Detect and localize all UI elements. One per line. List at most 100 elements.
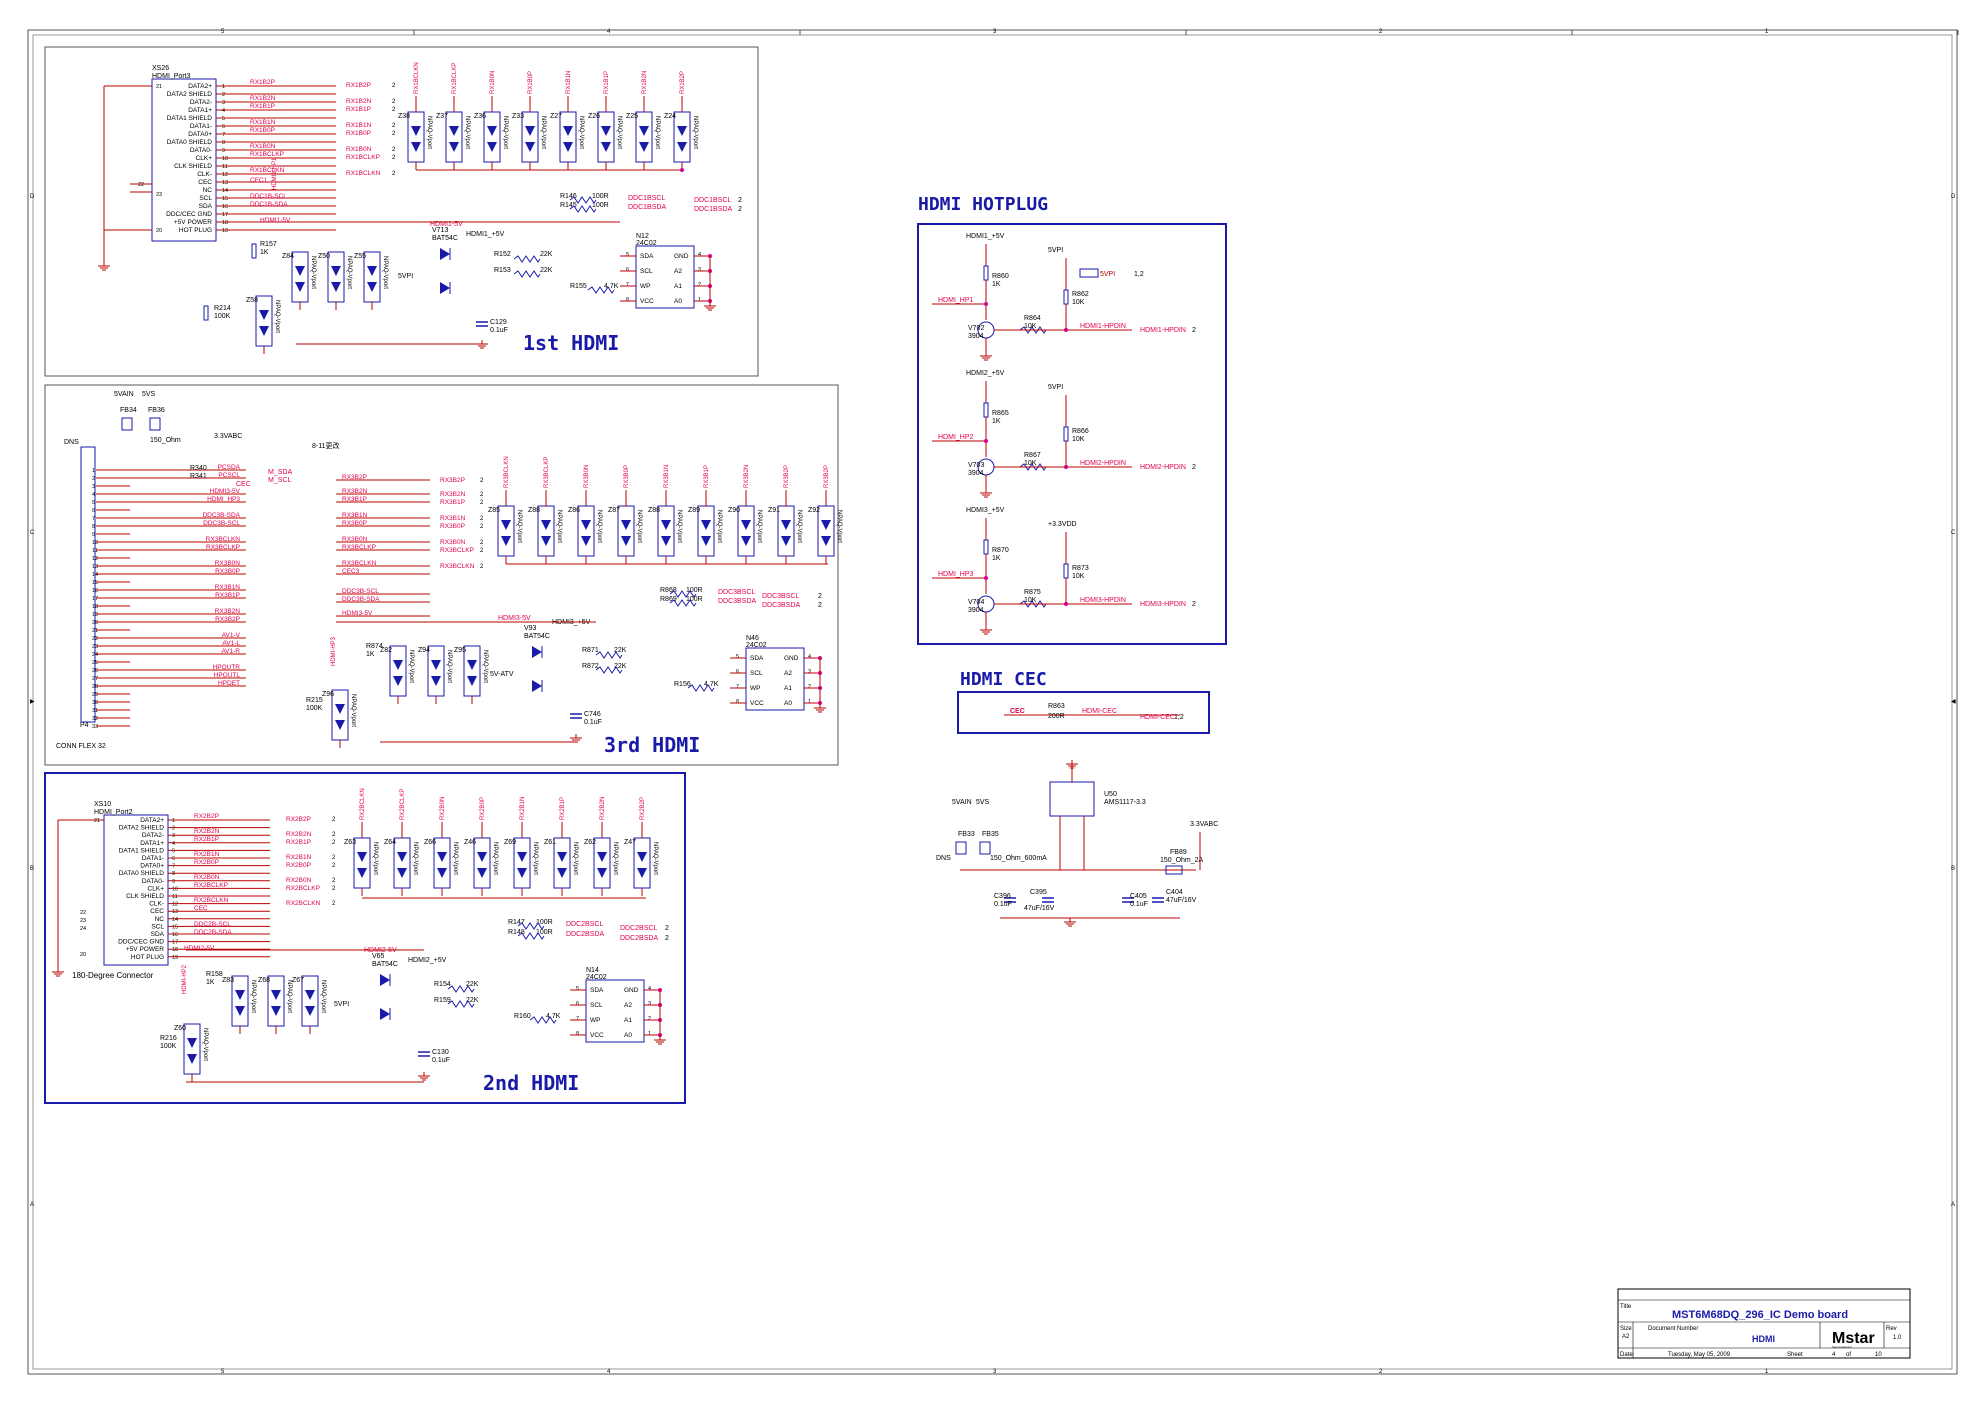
pin-num: 23 bbox=[80, 918, 86, 924]
page-ref: 2 bbox=[665, 925, 669, 932]
tvs-diode-icon bbox=[487, 126, 497, 136]
net-label: HDMI1-HP1 bbox=[272, 157, 278, 190]
regulator-ref: U50 bbox=[1104, 791, 1117, 798]
pin-num: 16 bbox=[172, 932, 178, 938]
tvs-diode-icon bbox=[597, 852, 607, 862]
transistor-part: 3904 bbox=[968, 470, 984, 477]
tvs-diode-icon bbox=[431, 676, 441, 686]
net-label: RX3BCLKP bbox=[342, 544, 376, 551]
tvs-diode-icon bbox=[357, 868, 367, 878]
pin-num: 6 bbox=[172, 856, 175, 862]
eeprom-pin: A2 bbox=[624, 1002, 632, 1009]
eeprom-ref: N12 bbox=[636, 233, 649, 240]
tvs-part: NPAQ-Vport bbox=[412, 842, 418, 875]
tvs-ref: Z50 bbox=[318, 253, 330, 260]
resistor-val: 10K bbox=[1072, 436, 1085, 443]
rail-label: HDMI1_+5V bbox=[466, 231, 505, 238]
connector-pin-label: DATA1+ bbox=[188, 107, 212, 114]
resistor-val: 10K bbox=[1024, 597, 1037, 604]
ferrite-val: 150_Ohm_2A bbox=[1160, 857, 1204, 864]
offpage-label: RX2BCLKP bbox=[286, 885, 320, 892]
connector-pin-label: +5V POWER bbox=[174, 219, 212, 226]
tvs-diode-icon bbox=[501, 520, 511, 530]
diode-icon bbox=[532, 646, 542, 658]
tvs-part: NPAQ-Vport bbox=[616, 116, 622, 149]
tvs-body bbox=[593, 837, 611, 889]
tvs-diode-icon bbox=[557, 852, 567, 862]
tvs-ref: Z36 bbox=[474, 113, 486, 120]
pin-num: 7 bbox=[222, 132, 225, 138]
tvs-diode-icon bbox=[639, 126, 649, 136]
tvs-diode-icon bbox=[411, 142, 421, 152]
resistor-val: 100R bbox=[686, 596, 703, 603]
tvs-body bbox=[521, 111, 539, 163]
pin-num: 31 bbox=[92, 708, 98, 714]
net-label: DDC3BSDA bbox=[718, 598, 756, 605]
tvs-body bbox=[633, 837, 651, 889]
hdmi2-connector-type: HDMI_Port2 bbox=[94, 809, 133, 816]
net-label: RX2BCLKP bbox=[194, 882, 228, 889]
resistor-ref: R160 bbox=[514, 1013, 531, 1020]
resistor-ref: R158 bbox=[206, 971, 223, 978]
tvs-net: RX2BCLKP bbox=[400, 789, 406, 820]
net-label: RX2B0P bbox=[194, 859, 219, 866]
tvs-body bbox=[291, 251, 309, 303]
zone-col: 4 bbox=[607, 1369, 611, 1375]
tvs-net: RX2B0N bbox=[440, 797, 446, 820]
resistor-ref: R153 bbox=[494, 267, 511, 274]
pin-num: 7 bbox=[736, 684, 739, 690]
revision-note: 8-11更改 bbox=[312, 441, 340, 450]
tvs-part: NPAQ-Vport bbox=[274, 300, 280, 333]
page-ref: 2 bbox=[480, 548, 484, 554]
pin-num: 4 bbox=[172, 841, 175, 847]
pin-num: 2 bbox=[92, 476, 95, 482]
connector-pin-label: DATA1+ bbox=[140, 840, 164, 847]
tvs-net: RX2B0P bbox=[480, 797, 486, 820]
pin-num: 13 bbox=[172, 909, 178, 915]
tvs-ref: Z55 bbox=[354, 253, 366, 260]
tvs-diode-icon bbox=[477, 852, 487, 862]
tvs-diode-icon bbox=[271, 990, 281, 1000]
eeprom-pin: SDA bbox=[750, 655, 764, 662]
tvs-ref: Z24 bbox=[664, 113, 676, 120]
pin-num: 16 bbox=[222, 204, 228, 210]
tvs-diode-icon bbox=[621, 536, 631, 546]
pin-num: 5 bbox=[736, 654, 739, 660]
ferrite-val: 150_Ohm bbox=[150, 437, 181, 444]
connector-pin-label: DATA1 SHIELD bbox=[119, 847, 165, 854]
tvs-diode-icon bbox=[235, 1006, 245, 1016]
tvs-ref: Z84 bbox=[282, 253, 294, 260]
tvs-ref: Z68 bbox=[258, 977, 270, 984]
diode-ref: V65 bbox=[372, 953, 385, 960]
cap-val: 0.1uF bbox=[432, 1057, 450, 1064]
offpage-label: RX3BCLKN bbox=[440, 563, 475, 570]
pin-num: 6 bbox=[92, 508, 95, 514]
cap-val: 0.1uF bbox=[1130, 901, 1148, 908]
pin-num: 11 bbox=[222, 164, 228, 170]
page-ref: 2 bbox=[480, 492, 484, 498]
tvs-ref: Z87 bbox=[608, 507, 620, 514]
tvs-body bbox=[353, 837, 371, 889]
tvs-net: RX2B2N bbox=[600, 797, 606, 820]
net-label: RX3B2N bbox=[215, 608, 241, 615]
tb-size: A2 bbox=[1622, 1334, 1630, 1340]
tvs-diode-icon bbox=[741, 520, 751, 530]
net-label: RX3B1P bbox=[342, 496, 367, 503]
pin-num: 16 bbox=[92, 588, 98, 594]
page-ref: 2 bbox=[480, 500, 484, 506]
connector-pin-label: CLK+ bbox=[148, 885, 165, 892]
eeprom-ref: N46 bbox=[746, 635, 759, 642]
tvs-body bbox=[231, 975, 249, 1027]
tvs-body bbox=[537, 505, 555, 557]
resistor-ref: R869 bbox=[660, 596, 677, 603]
tvs-body bbox=[363, 251, 381, 303]
connector-pin-label: SCL bbox=[199, 195, 212, 202]
pin-num: 3 bbox=[92, 484, 95, 490]
connector-pin-label: SCL bbox=[151, 923, 164, 930]
connector-pin-label: HOT PLUG bbox=[179, 227, 212, 234]
resistor-ref: R868 bbox=[660, 587, 677, 594]
tvs-body bbox=[553, 837, 571, 889]
net-label: HDMI2-5V bbox=[184, 945, 215, 952]
tvs-body bbox=[483, 111, 501, 163]
resistor-ref: R870 bbox=[992, 547, 1009, 554]
